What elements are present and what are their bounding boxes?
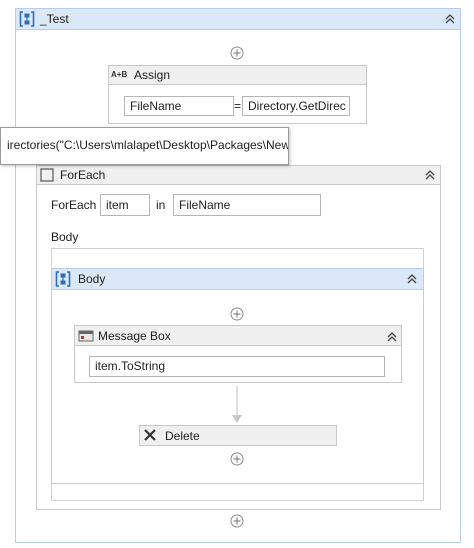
foreach-icon	[40, 168, 54, 182]
foreach-collection-field[interactable]: FileName	[173, 194, 321, 216]
message-box-text-field[interactable]: item.ToString	[89, 356, 385, 377]
foreach-in-label: in	[156, 198, 166, 212]
foreach-item-field[interactable]: item	[100, 194, 150, 216]
add-activity-icon[interactable]	[230, 307, 244, 321]
delete-title: Delete	[165, 429, 200, 443]
connector-arrow-icon	[230, 386, 244, 424]
foreach-collapse-icon[interactable]	[423, 168, 437, 182]
foreach-label: ForEach	[51, 198, 97, 212]
add-activity-icon[interactable]	[230, 452, 244, 466]
value-tooltip: irectories("C:\Users\mlalapet\Desktop\Pa…	[0, 127, 289, 165]
foreach-body-label: Body	[51, 230, 79, 244]
assign-header[interactable]	[108, 65, 367, 85]
message-box-header[interactable]	[74, 325, 402, 346]
delete-activity[interactable]	[139, 425, 337, 446]
body-collapse-icon[interactable]	[405, 272, 419, 286]
foreach-title: ForEach	[60, 168, 106, 182]
assign-value-field[interactable]: Directory.GetDirec	[242, 96, 350, 116]
add-activity-icon[interactable]	[230, 46, 244, 60]
foreach-header[interactable]	[36, 165, 441, 185]
sequence-test-header[interactable]	[15, 8, 461, 30]
assign-icon: A+B	[111, 70, 128, 79]
assign-title: Assign	[134, 68, 171, 82]
message-box-collapse-icon[interactable]	[385, 330, 399, 344]
assign-to-field[interactable]: FileName	[124, 96, 234, 116]
body-sequence-header[interactable]	[51, 268, 424, 290]
sequence-title: _Test	[40, 12, 69, 26]
delete-icon	[143, 428, 157, 442]
add-activity-icon[interactable]	[230, 514, 244, 528]
collapse-icon[interactable]	[443, 12, 457, 26]
body-sequence-title: Body	[78, 272, 106, 286]
sequence-icon	[19, 11, 35, 27]
message-box-title: Message Box	[98, 329, 171, 343]
body-sequence-icon	[55, 271, 71, 287]
assign-equals-label: =	[234, 99, 242, 113]
message-box-icon	[78, 328, 94, 344]
